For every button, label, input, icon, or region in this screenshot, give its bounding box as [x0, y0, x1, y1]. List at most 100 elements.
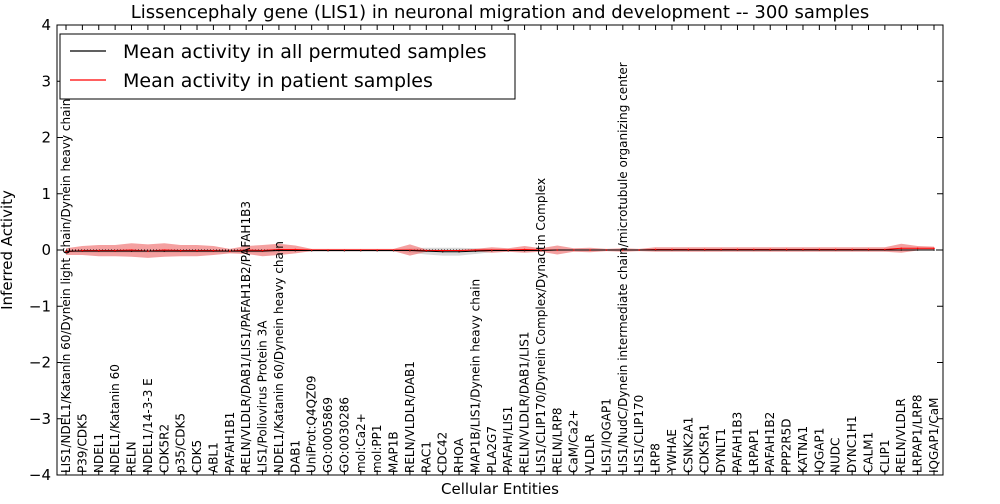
patient-point: [179, 249, 182, 252]
patient-point: [736, 248, 739, 251]
patient-point: [753, 248, 755, 251]
x-category-label: LRPAP1/LRP8: [911, 394, 925, 473]
patient-point: [834, 248, 837, 251]
x-category-label: PAFAH1B1: [223, 412, 237, 473]
patient-point: [622, 249, 624, 251]
patient-point: [818, 248, 821, 251]
x-category-label: IQGAP1/CaM: [927, 398, 941, 474]
y-tick-label: 4: [41, 16, 51, 34]
patient-point: [589, 249, 591, 251]
patient-point: [278, 248, 280, 251]
x-category-label: UniProt:Q4QZ09: [305, 375, 319, 473]
x-category-label: PAFAH1B3: [730, 412, 744, 473]
x-category-label: p35/CDK5: [174, 413, 188, 473]
patient-point: [933, 247, 935, 250]
y-tick-label: −4: [29, 466, 51, 484]
patient-point: [458, 249, 460, 252]
y-tick-label: −3: [29, 410, 51, 428]
patient-point: [523, 248, 526, 251]
x-category-label: MAP1B/LIS1/Dynein heavy chain: [468, 279, 482, 473]
chart-title: Lissencephaly gene (LIS1) in neuronal mi…: [131, 2, 870, 23]
x-category-label: RELN/VLDLR/DAB1/LIS1: [518, 332, 532, 473]
legend: Mean activity in all permuted samples Me…: [59, 33, 516, 100]
x-category-label: CDK5: [190, 440, 204, 473]
patient-point: [212, 249, 215, 252]
x-category-label: mol:Ca2+: [354, 413, 368, 473]
patient-point: [572, 249, 575, 251]
patient-point: [65, 250, 67, 253]
x-category-label: NDEL1/Katanin 60: [108, 364, 122, 473]
x-category-label: PAFAH/LIS1: [501, 406, 515, 473]
x-category-label: mol:PP1: [370, 424, 384, 473]
x-category-label: GO:0030286: [337, 397, 351, 473]
y-tick-label: 3: [41, 72, 51, 90]
permuted-point: [294, 249, 297, 252]
x-category-label: LIS1/IQGAP1: [599, 398, 613, 473]
patient-point: [802, 248, 804, 251]
x-category-label: ABL1: [206, 442, 220, 473]
patient-point: [540, 249, 542, 251]
x-category-label: NDEL1/14-3-3 E: [141, 378, 155, 473]
x-category-label: LIS1/CLIP170/Dynein Complex/Dynactin Com…: [534, 178, 548, 473]
patient-point: [491, 249, 493, 251]
y-tick-label: 0: [41, 241, 51, 259]
x-category-label: IQGAP1: [812, 428, 826, 473]
x-category-label: CDK5R2: [157, 424, 171, 473]
x-category-label: NDEL1: [92, 433, 106, 473]
permuted-point: [163, 250, 166, 252]
patient-point: [703, 248, 706, 251]
permuted-series-line: [66, 249, 934, 253]
x-category-label: GO:0005869: [321, 397, 335, 473]
x-category-label: VLDLR: [583, 434, 597, 473]
y-tick-label: −2: [29, 354, 51, 372]
x-category-label: RELN/VLDLR: [894, 398, 908, 473]
patient-point: [261, 249, 264, 252]
x-category-label: CSNK2A1: [681, 417, 695, 473]
x-category-label: LRP8: [649, 443, 663, 473]
x-category-label: CaM/Ca2+: [567, 409, 581, 473]
x-category-label: CDK5R1: [698, 424, 712, 473]
patient-point: [769, 248, 772, 251]
patient-series-line: [65, 247, 934, 253]
patient-point: [425, 249, 428, 252]
patient-point: [671, 248, 673, 251]
patient-point: [720, 248, 722, 251]
legend-label-permuted: Mean activity in all permuted samples: [123, 41, 486, 63]
x-category-label: DYNC1H1: [845, 415, 859, 473]
legend-box: [59, 33, 516, 100]
x-category-label: RAC1: [419, 441, 433, 473]
patient-point: [294, 248, 297, 251]
patient-point: [130, 249, 133, 251]
x-category-label: RELN/LRP8: [550, 407, 564, 473]
permuted-point: [245, 250, 247, 252]
x-category-label: NDEL1/Katanin 60/Dynein heavy chain: [272, 241, 286, 473]
x-category-label: DAB1: [288, 440, 302, 473]
patient-point: [97, 249, 100, 252]
patient-point: [327, 249, 329, 251]
x-category-label: CALM1: [861, 432, 875, 473]
x-category-label: RELN/VLDLR/DAB1/LIS1/PAFAH1B2/PAFAH1B3: [239, 201, 253, 473]
permuted-point: [916, 249, 919, 251]
y-tick-label: 1: [41, 185, 51, 203]
patient-point: [687, 248, 690, 251]
patient-point: [392, 249, 395, 251]
patient-point: [359, 249, 362, 251]
patient-point: [916, 247, 919, 250]
x-category-label: PAFAH1B2: [763, 412, 777, 473]
x-category-label: RHOA: [452, 437, 466, 473]
x-category-label: YWHAE: [665, 429, 679, 474]
patient-point: [196, 249, 198, 252]
legend-label-patient: Mean activity in patient samples: [123, 70, 433, 92]
x-category-label: CDC42: [436, 432, 450, 473]
x-category-label: KATNA1: [796, 426, 810, 473]
patient-point: [654, 248, 657, 251]
y-tick-label: −1: [29, 297, 51, 315]
patient-point: [147, 250, 149, 252]
permuted-point: [130, 250, 133, 252]
permuted-point: [523, 249, 526, 252]
permuted-point: [900, 249, 903, 251]
patient-point: [310, 249, 313, 251]
x-category-label: LIS1/NDEL1/Katanin 60/Dynein light chain…: [59, 99, 73, 473]
